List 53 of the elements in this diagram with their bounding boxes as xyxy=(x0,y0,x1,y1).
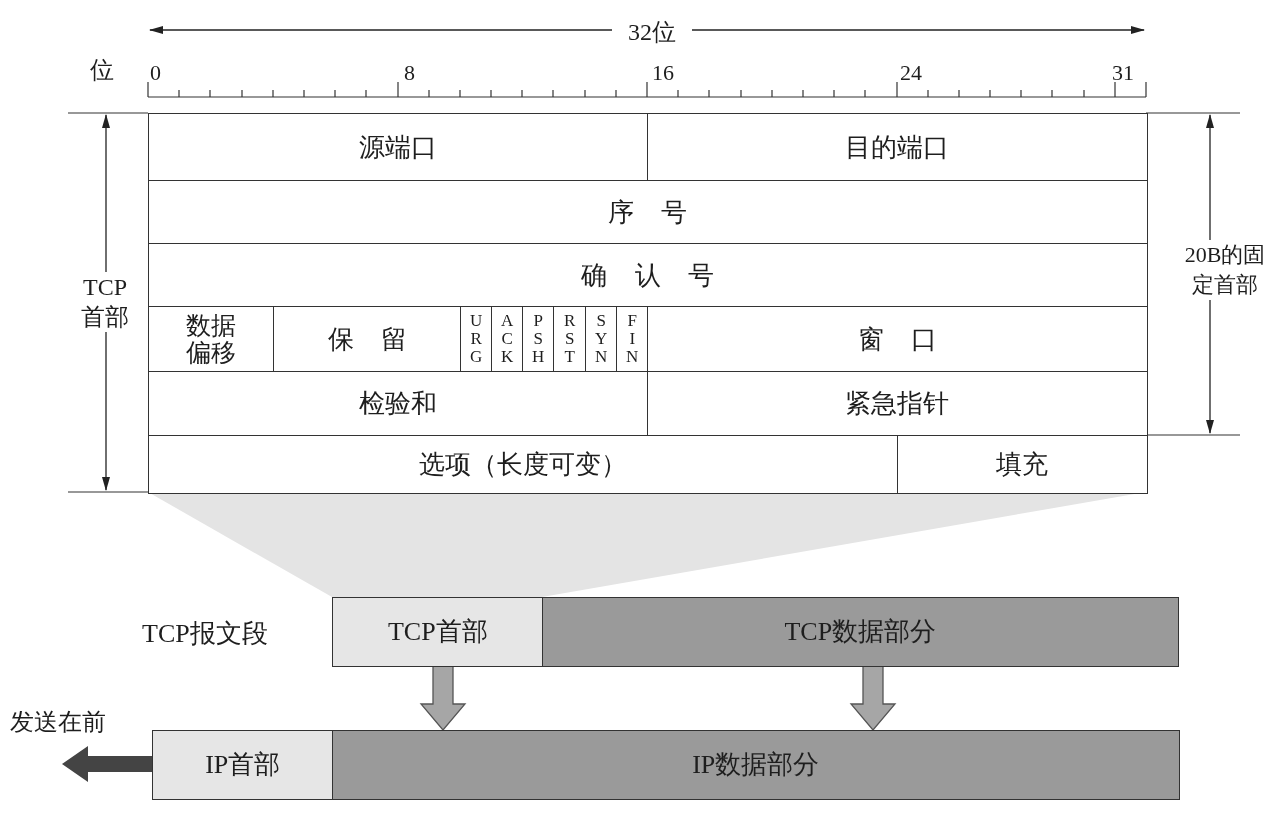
segment-block xyxy=(332,730,1180,800)
header-field xyxy=(148,243,1148,308)
field-label: TCP数据部分 xyxy=(784,616,937,649)
field-label: 紧急指针 xyxy=(845,388,950,421)
header-field xyxy=(148,180,1148,245)
bit-number: 31 xyxy=(1112,59,1135,87)
field-label: 保 留 xyxy=(327,323,407,356)
field-label: IP数据部分 xyxy=(692,749,820,782)
field-label: IP首部 xyxy=(205,749,281,782)
header-field xyxy=(585,306,618,373)
annotation-label: 位 xyxy=(90,56,115,85)
segment-block xyxy=(332,597,544,667)
bit-number: 24 xyxy=(900,59,923,87)
field-label: SYN xyxy=(594,312,608,367)
header-field xyxy=(273,306,462,373)
field-label: 填充 xyxy=(996,448,1049,481)
arrow xyxy=(849,664,897,731)
header-field xyxy=(491,306,524,373)
header-field xyxy=(148,113,649,182)
header-field xyxy=(553,306,587,373)
bit-number: 0 xyxy=(150,59,162,87)
header-field xyxy=(647,371,1148,437)
segment-block xyxy=(542,597,1179,667)
field-label: 窗 口 xyxy=(857,323,937,356)
header-field xyxy=(616,306,649,373)
field-label: 序 号 xyxy=(608,196,688,229)
bit-number: 8 xyxy=(404,59,416,87)
field-label: 检验和 xyxy=(359,388,438,421)
header-field xyxy=(647,113,1148,182)
field-label: 目的端口 xyxy=(845,131,950,164)
field-label: 确 认 号 xyxy=(581,259,715,292)
header-field xyxy=(460,306,493,373)
header-field xyxy=(647,306,1148,373)
field-label: 选项（长度可变） xyxy=(419,448,628,481)
header-field xyxy=(148,435,899,494)
header-field xyxy=(522,306,555,373)
header-field xyxy=(897,435,1148,494)
field-label: 源端口 xyxy=(359,131,438,164)
field-label: TCP首部 xyxy=(387,616,488,649)
field-label: 数据偏移 xyxy=(185,312,238,367)
field-label: RST xyxy=(563,312,577,367)
annotation-label: 发送在前 xyxy=(10,708,107,737)
field-label: ACK xyxy=(500,312,514,367)
bit-number: 16 xyxy=(652,59,675,87)
annotation-label: TCP报文段 xyxy=(142,618,269,650)
field-label: URG xyxy=(469,312,483,367)
field-label: FIN xyxy=(625,312,639,367)
arrow xyxy=(419,664,467,731)
segment-block xyxy=(152,730,334,800)
field-label: PSH xyxy=(531,312,545,367)
header-field xyxy=(148,371,649,437)
header-field xyxy=(148,306,275,373)
arrow xyxy=(62,746,152,782)
